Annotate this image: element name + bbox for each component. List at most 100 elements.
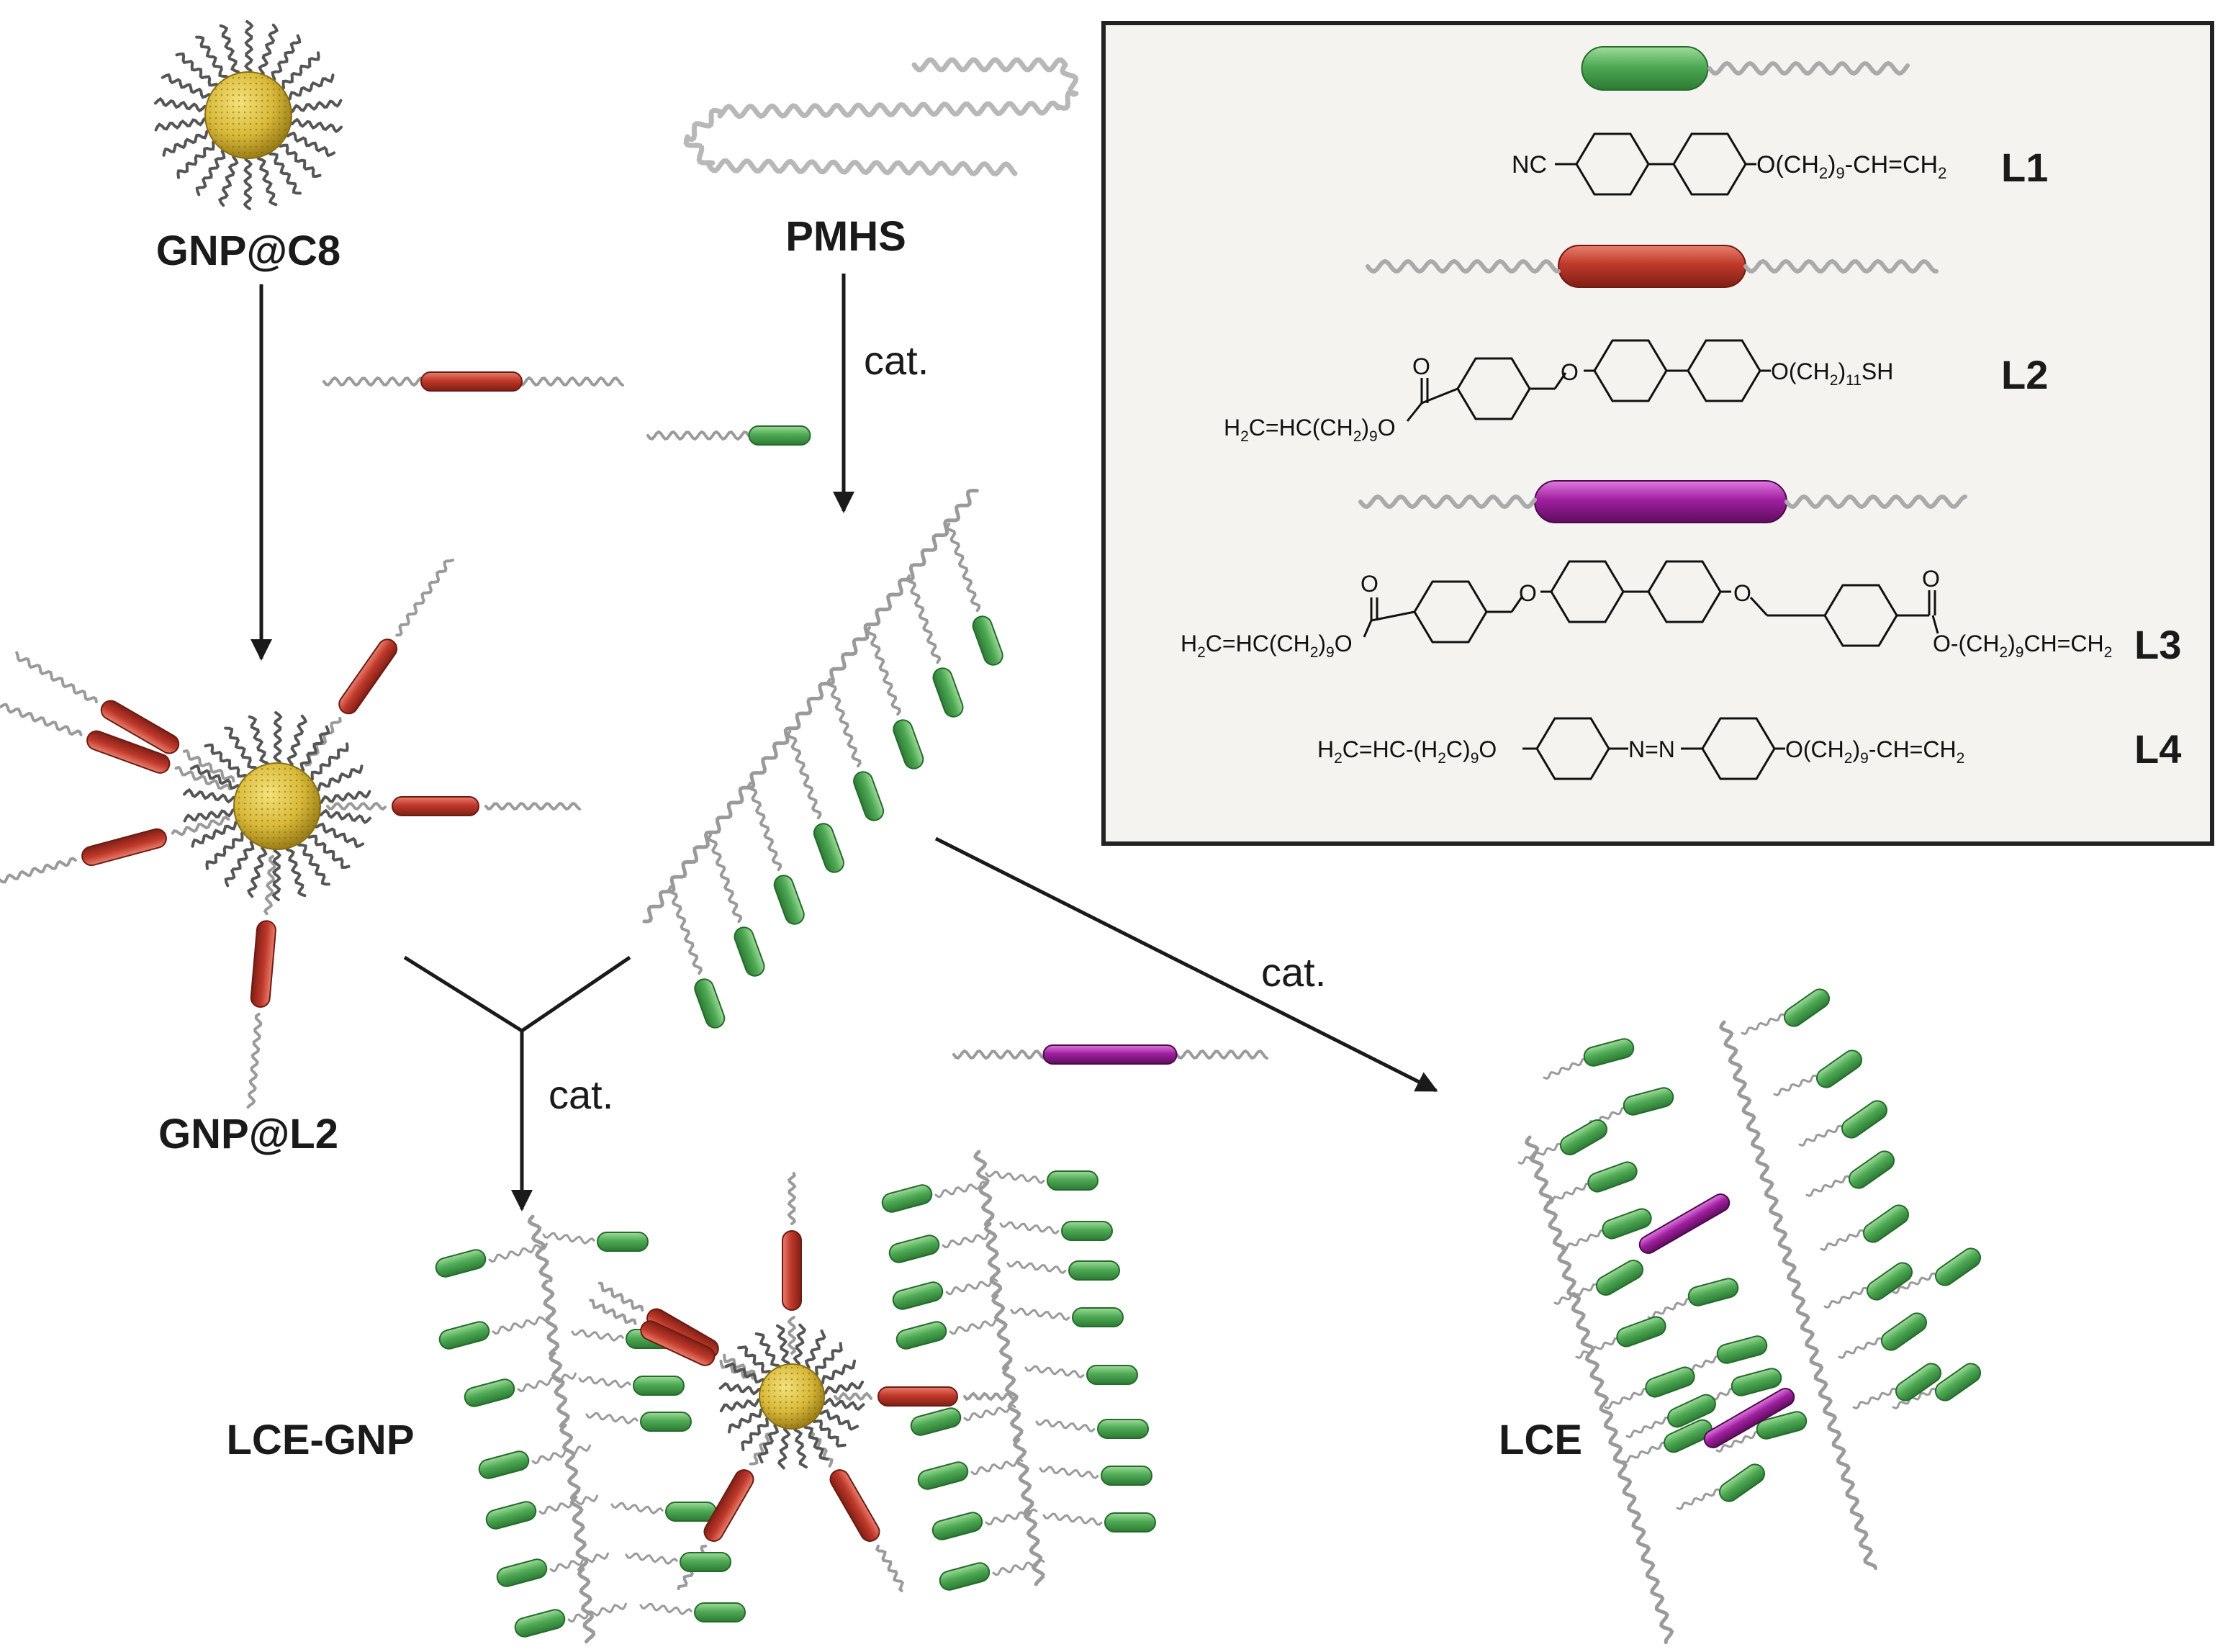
pmhs-backbone-segment <box>911 57 1068 73</box>
gnp-ligand-arm <box>315 790 371 805</box>
legend-l2-tail-left <box>1366 258 1561 274</box>
l1-right-group: O(CH2)9-CH=CH2 <box>1756 151 1946 182</box>
lce-spacer <box>1543 1057 1589 1080</box>
lce-gnp-spacer <box>1006 1260 1067 1274</box>
lce-mesogen-l1 <box>1841 1100 1888 1139</box>
lce-mesogen-l1 <box>1616 1316 1666 1348</box>
legend-l3-tail-left <box>1358 494 1537 510</box>
pmhs-chain <box>683 57 1079 177</box>
lce-gnp-linker <box>787 1316 797 1355</box>
label-cat-lce-gnp: cat. <box>549 1072 613 1117</box>
lce-spacer <box>1517 1142 1564 1165</box>
gnp-ligand-arm <box>162 128 213 157</box>
gnp-ligand-arm <box>802 1421 829 1461</box>
free-l4-tail-left <box>952 1049 1045 1060</box>
gnp-l2-mesogen <box>100 700 180 754</box>
gnp-ligand-arm <box>793 1424 808 1469</box>
l3-right-group: O-(CH2)9CH=CH2 <box>1933 631 2112 661</box>
side-chain-mesogen-l1 <box>694 978 726 1029</box>
gnp-ligand-arm <box>819 1381 865 1396</box>
free-l1-tail <box>646 430 750 441</box>
lce-mesogen-l1 <box>1880 1312 1928 1351</box>
gnp-ligand-arm <box>286 714 308 769</box>
lce-spacer <box>1741 1013 1787 1036</box>
gnp-ligand-arm <box>737 1345 773 1378</box>
lce-gnp-mesogen-l1 <box>435 1249 487 1278</box>
gnp-ligand-arm <box>305 831 351 870</box>
side-chain-spacer <box>786 730 822 820</box>
lce-gnp-spacer <box>970 1458 1024 1476</box>
lce-mesogen-l1 <box>1866 1262 1913 1301</box>
lce-mesogen-l1 <box>1848 1150 1895 1189</box>
side-chain-mesogen-l1 <box>734 926 765 977</box>
lce-mesogen-l1 <box>1718 1463 1766 1502</box>
lce-gnp-backbone-right <box>1013 1437 1034 1515</box>
gnp-l2-particle <box>183 711 371 901</box>
side-chain-spacer <box>906 574 942 664</box>
lce-gnp-mesogen-l1 <box>1061 1221 1113 1241</box>
ligand-legend: NC O(CH2)9-CH=CH2 L1 H2C=HC(CH2)9O O O O… <box>1101 21 2214 846</box>
lce-spacer <box>1604 1387 1650 1410</box>
lce-spacer <box>1622 1441 1668 1464</box>
gnp-ligand-arm <box>267 148 302 195</box>
lce-gnp-mesogen-l2 <box>877 1386 958 1407</box>
lce-gnp-backbone-right <box>983 1222 1003 1299</box>
lce-gnp-mesogen-l1 <box>931 1512 983 1540</box>
merge-arrow-to-lce-gnp <box>403 955 631 1033</box>
gold-nanoparticles <box>154 20 865 1470</box>
gnp-ligand-arm <box>246 843 268 898</box>
gnp-ligand-arm <box>727 1407 767 1434</box>
lce-gnp-spacer <box>492 1314 551 1335</box>
structure-l1: NC O(CH2)9-CH=CH2 L1 <box>1512 132 2048 196</box>
lce-gnp-mesogen-l2 <box>640 1320 716 1366</box>
lce-gnp-mesogen-l1 <box>640 1412 692 1432</box>
lce-gnp-spacer <box>1039 1466 1099 1479</box>
gnp-l2-outer-tail <box>0 703 83 736</box>
gnp-ligand-arm <box>315 808 371 825</box>
gnp-c8-particle <box>154 20 343 210</box>
lce-gnp-mesogen-l1 <box>665 1502 717 1522</box>
lce-gnp-spacer <box>578 1376 631 1389</box>
lce-gnp-spacer <box>625 1552 678 1565</box>
lce-gnp-particle <box>718 1323 865 1470</box>
gnp-l2-mesogen <box>392 796 479 816</box>
lce-gnp-backbone-left <box>559 1423 581 1500</box>
l4-name: L4 <box>2134 726 2181 772</box>
l3-ester-oxygen-left: O <box>1361 571 1379 597</box>
side-chain-mesogen-l1 <box>893 719 924 769</box>
side-chain-mesogen-l1 <box>972 615 1003 666</box>
lce-gnp-spacer <box>538 1494 598 1515</box>
free-l2-mesogen <box>420 371 523 392</box>
pmhs-backbone-segment <box>717 100 1061 119</box>
lce-gnp-spacer <box>1010 1307 1070 1321</box>
lce-spacer <box>1838 1337 1884 1360</box>
l3-ester-oxygen-right: O <box>1922 566 1940 592</box>
gnp-ligand-arm <box>243 20 254 76</box>
pmhs-backbone-segment <box>706 158 1018 177</box>
label-gnp-l2: GNP@L2 <box>158 1111 338 1157</box>
side-chain-mesogen-l1 <box>853 771 885 821</box>
free-l4-mesogen <box>1042 1044 1178 1065</box>
lce-spacer <box>1715 1430 1761 1453</box>
free-l2-tail-left <box>322 376 426 387</box>
structure-l2: H2C=HC(CH2)9O O O O(CH2)11SH L2 <box>1224 339 2048 445</box>
lce-gnp-spacer <box>549 1552 609 1573</box>
lce-spacer <box>1773 1074 1819 1097</box>
lce-spacer <box>1798 1124 1844 1147</box>
lce-gnp-mesogen-l1 <box>464 1378 515 1407</box>
lce-gnp-mesogen-l1 <box>892 1281 944 1310</box>
lce-gnp-crosslink-tail <box>963 1391 1016 1402</box>
gnp-ligand-arm <box>777 1424 791 1470</box>
lce-gnp-mesogen-l1 <box>1104 1512 1156 1533</box>
l3-left-group: H2C=HC(CH2)9O <box>1181 631 1353 661</box>
lce-gnp-spacer <box>934 1181 988 1199</box>
lce-gnp-mesogen-l1 <box>478 1450 530 1479</box>
side-chain-spacer <box>945 523 981 613</box>
gnp-l2-inner-linker <box>182 749 235 782</box>
lce-spacer <box>1575 1337 1621 1360</box>
polymer-chains <box>0 57 1938 1645</box>
legend-frame <box>1101 21 2214 846</box>
side-chain-spacer <box>707 834 743 924</box>
gnp-ligand-arm <box>243 154 253 210</box>
